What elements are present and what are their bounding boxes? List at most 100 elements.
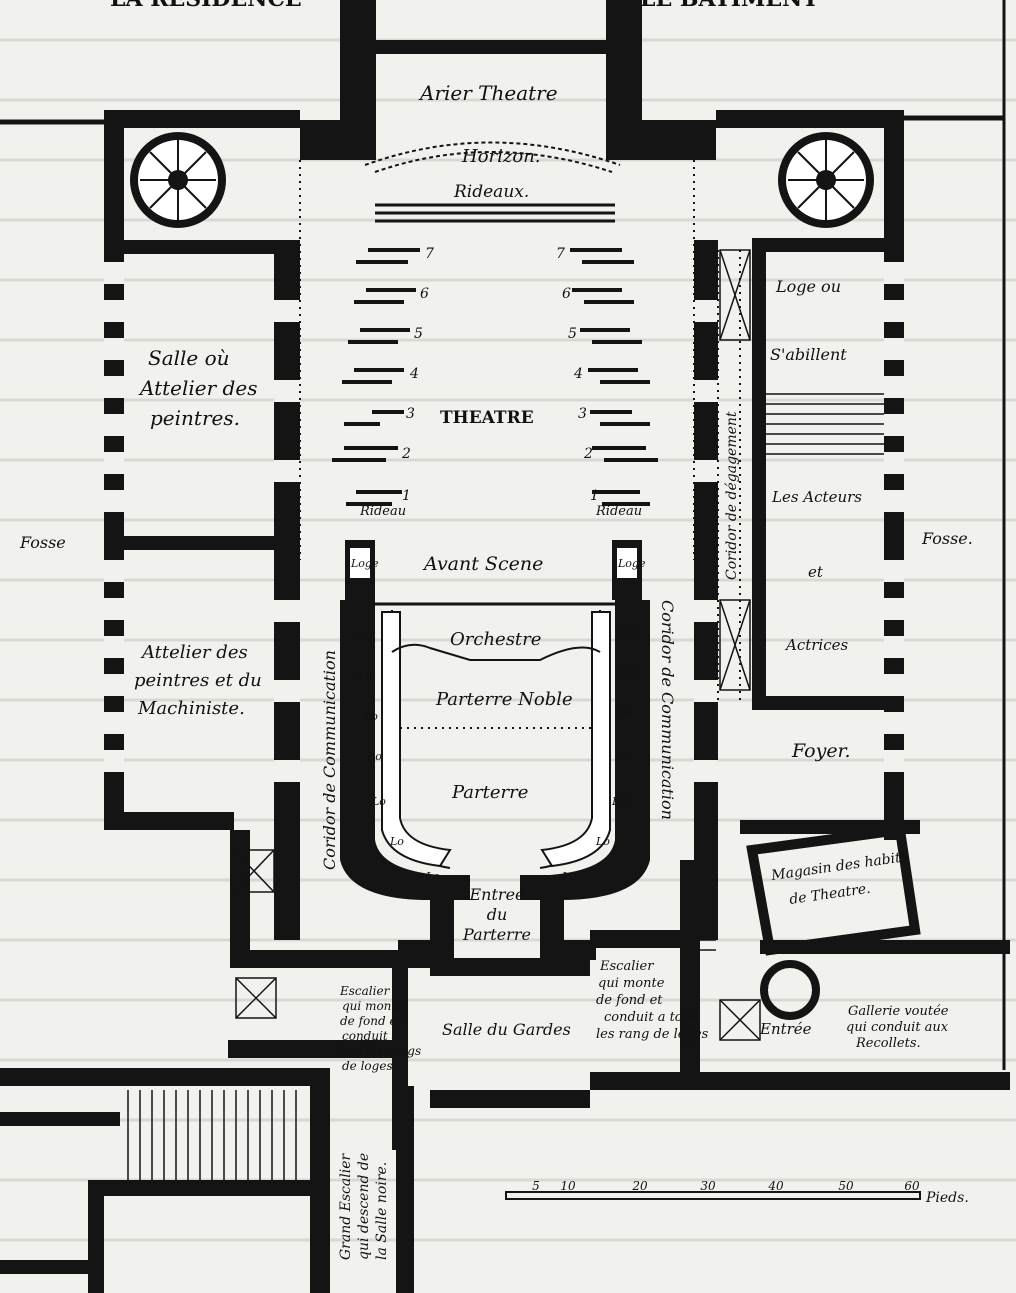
gallerie-line: qui conduit aux — [846, 1020, 949, 1035]
escalier-right-line: qui monte — [598, 976, 665, 991]
label-rideaux: Rideaux. — [453, 182, 529, 202]
wing-number-right: 4 — [573, 366, 583, 382]
wing-number-right: 2 — [583, 446, 593, 462]
label-escalier-left: Escalier qui monte de fond et conduit a … — [336, 984, 421, 1073]
loge-label: Lo — [351, 630, 366, 643]
loge-label: Lo — [367, 750, 382, 763]
wing-number-left: 4 — [409, 366, 419, 382]
label-loge-left: Loge — [350, 557, 379, 570]
loge-label: Lo — [611, 795, 626, 808]
entree-parterre-line: Entree — [469, 885, 525, 904]
scale-tick: 40 — [767, 1179, 784, 1193]
scale-bar: 5 10 20 30 40 50 60 Pieds. — [505, 1179, 969, 1206]
stage-wings — [332, 248, 658, 506]
scale-tick: 50 — [838, 1179, 854, 1193]
loge-label: Lo — [389, 835, 404, 848]
escalier-left-line: qui monte — [342, 999, 403, 1013]
scale-tick: 10 — [560, 1179, 576, 1193]
attelier-machiniste-line: Attelier des — [140, 642, 248, 663]
wing-number-right: 3 — [578, 406, 587, 422]
dotted-lines — [299, 160, 741, 729]
loge-label: Lo — [371, 795, 386, 808]
label-rideau-right: Rideau — [595, 504, 642, 519]
wing-number-left: 6 — [420, 286, 429, 302]
loge-habillent-line: Loge ou — [775, 277, 841, 296]
top-heading-left: LA RESIDENCE — [110, 0, 302, 12]
label-horizon: Horizon. — [461, 146, 541, 167]
label-loge-habillent: Loge ou S'abillent — [770, 277, 847, 364]
label-entree-parterre: Entree du Parterre — [462, 885, 531, 944]
label-magasin: Magasin des habits de Theatre. — [769, 849, 909, 908]
loge-box-labels: Lo Lo Lo Lo Lo Lo Lo Lo Lo Lo Lo Lo Lo L… — [351, 626, 636, 883]
label-avant-scene: Avant Scene — [422, 553, 543, 575]
attelier-machiniste-line: Machiniste. — [137, 698, 245, 719]
scale-tick: 60 — [904, 1179, 920, 1193]
escalier-right-line: conduit a tous — [604, 1010, 698, 1025]
label-arier-theatre: Arier Theatre — [418, 81, 558, 105]
salle-peintres-line: peintres. — [150, 406, 240, 430]
salle-peintres-line: Salle où — [148, 346, 230, 370]
escalier-left-line: Escalier — [339, 984, 391, 998]
top-heading-right: LE BATIMENT — [640, 0, 819, 12]
vault-crosses — [233, 249, 761, 1041]
escalier-left-line: conduit a — [342, 1029, 399, 1043]
label-corridor-degagement: Coridor de dégagement — [724, 411, 740, 580]
loge-label: Lo — [595, 835, 610, 848]
loge-label: Lo — [621, 626, 636, 639]
magasin-line: de Theatre. — [788, 881, 871, 908]
escalier-right-line: les rang de loges — [596, 1027, 709, 1042]
wing-number-left: 5 — [414, 326, 423, 342]
rideaux-curtain-lines — [375, 203, 615, 223]
entree-dome — [760, 960, 820, 1020]
label-acteurs: Les Acteurs et Actrices — [771, 488, 862, 654]
label-entree: Entrée — [759, 1020, 812, 1038]
acteurs-line: et — [808, 563, 824, 581]
escalier-left-line: de loges — [342, 1059, 393, 1073]
wing-number-left: 1 — [402, 488, 411, 504]
entree-piers — [398, 890, 596, 960]
label-parterre: Parterre — [451, 782, 528, 803]
label-gallerie: Gallerie voutée qui conduit aux Recollet… — [846, 1004, 949, 1051]
magasin-room-outline — [746, 824, 921, 956]
label-salle-gardes: Salle du Gardes — [442, 1020, 571, 1039]
label-grand-escalier: Grand Escalier qui descend de la Salle n… — [338, 1153, 390, 1260]
acteurs-line: Les Acteurs — [771, 488, 862, 506]
loge-label: Lo — [615, 750, 630, 763]
scale-tick: 5 — [532, 1179, 540, 1193]
label-orchestre: Orchestre — [450, 629, 541, 650]
wing-number-left: 3 — [406, 406, 415, 422]
loge-label: Lo — [425, 870, 440, 883]
window-openings — [104, 262, 904, 782]
wing-number-right: 6 — [562, 286, 571, 302]
label-corridor-communication-right: Coridor de Communication — [658, 600, 677, 820]
escalier-right-line: Escalier — [599, 959, 654, 974]
entree-parterre-line: Parterre — [462, 925, 531, 944]
spiral-staircase-left — [130, 132, 226, 228]
label-fosse-left: Fosse — [19, 533, 66, 552]
label-corridor-communication-left: Coridor de Communication — [320, 650, 339, 870]
scale-tick: 30 — [700, 1179, 716, 1193]
entree-parterre-line: du — [487, 905, 508, 924]
loge-label: Lo — [363, 710, 378, 723]
auditorium-loges — [340, 540, 650, 900]
acteurs-line: Actrices — [784, 636, 849, 654]
scale-unit: Pieds. — [925, 1190, 969, 1206]
escalier-left-line: tous les rangs — [336, 1044, 421, 1058]
gallerie-line: Gallerie voutée — [848, 1004, 949, 1019]
wing-numbers: 7 6 5 4 3 2 1 7 6 5 4 3 2 1 — [401, 246, 599, 504]
gallerie-line: Recollets. — [855, 1036, 921, 1051]
escalier-left-line: de fond et — [340, 1014, 402, 1028]
horizon-arcs — [364, 141, 621, 173]
label-attelier-machiniste: Attelier des peintres et du Machiniste. — [134, 642, 262, 719]
grand-escalier-line: la Salle noire. — [374, 1162, 390, 1260]
attelier-machiniste-line: peintres et du — [134, 670, 262, 691]
label-rideau-left: Rideau — [359, 504, 406, 519]
stair-treads — [127, 393, 884, 1180]
grand-escalier-line: Grand Escalier — [338, 1153, 354, 1260]
label-fosse-right: Fosse. — [921, 529, 973, 548]
loge-label: Lo — [357, 670, 372, 683]
loge-label: Lo — [617, 706, 632, 719]
label-salle-peintres: Salle où Attelier des peintres. — [138, 346, 257, 430]
wing-number-left: 7 — [425, 246, 434, 262]
grand-escalier-line: qui descend de — [356, 1153, 372, 1260]
